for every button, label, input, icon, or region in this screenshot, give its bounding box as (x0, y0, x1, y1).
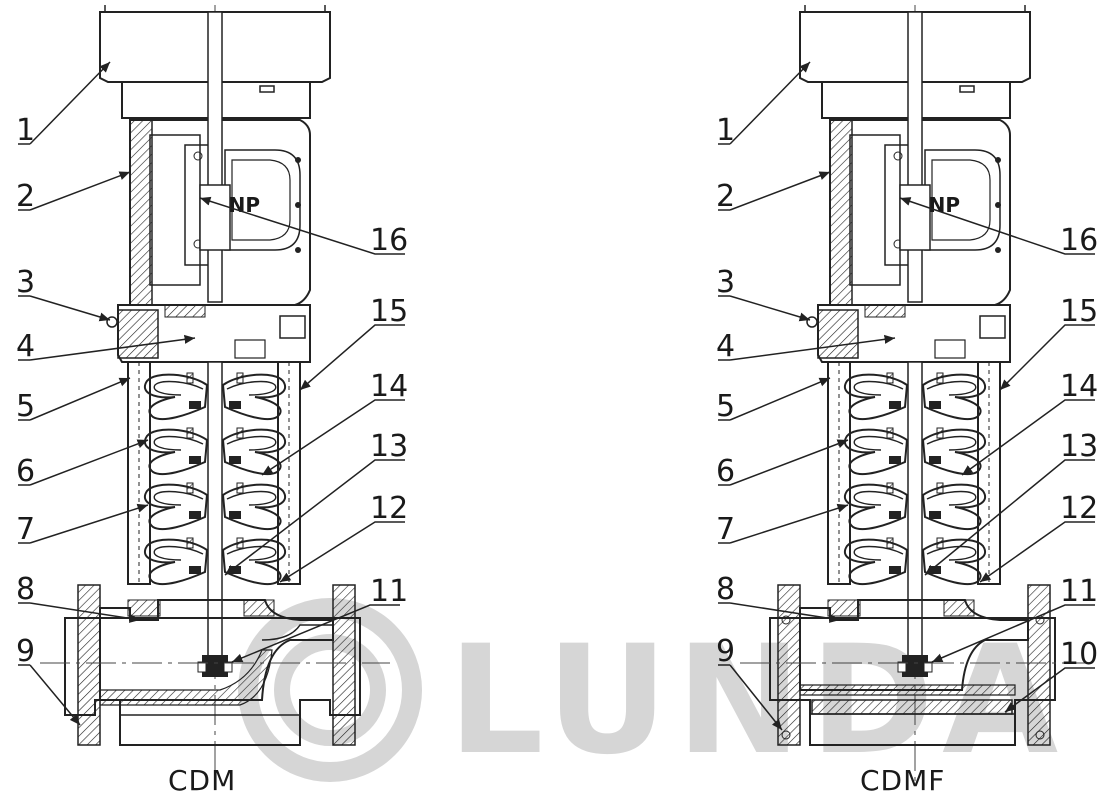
callout-4: 4 (716, 329, 735, 364)
left-pump-view: CNP (16, 5, 408, 797)
callout-8: 8 (16, 572, 35, 607)
callout-10: 10 (1060, 637, 1098, 672)
mechanical-seal (202, 655, 228, 677)
callout-11: 11 (370, 574, 408, 609)
callout-13: 13 (370, 429, 408, 464)
callout-12: 12 (1060, 491, 1098, 526)
caption-cdmf: CDMF (860, 764, 945, 797)
caption-cdm: CDM (168, 764, 236, 797)
callout-5: 5 (16, 389, 35, 424)
callout-3: 3 (716, 265, 735, 300)
callout-6: 6 (16, 454, 35, 489)
callout-14: 14 (1060, 369, 1098, 404)
callout-5: 5 (716, 389, 735, 424)
callout-15: 15 (370, 294, 408, 329)
watermark: LUNDA (238, 598, 1058, 788)
callout-12: 12 (370, 491, 408, 526)
callout-6: 6 (716, 454, 735, 489)
callout-7: 7 (16, 512, 35, 547)
callout-2: 2 (16, 179, 35, 214)
callout-9: 9 (716, 634, 735, 669)
callout-13: 13 (1060, 429, 1098, 464)
callout-16: 16 (1060, 223, 1098, 258)
callout-1: 1 (716, 113, 735, 148)
callout-8: 8 (716, 572, 735, 607)
callout-2: 2 (716, 179, 735, 214)
callout-9: 9 (16, 634, 35, 669)
mechanical-seal (902, 655, 928, 677)
right-pump-view: CNP (716, 5, 1098, 797)
callout-16: 16 (370, 223, 408, 258)
callout-7: 7 (716, 512, 735, 547)
callout-4: 4 (16, 329, 35, 364)
callout-11: 11 (1060, 574, 1098, 609)
callout-14: 14 (370, 369, 408, 404)
callout-15: 15 (1060, 294, 1098, 329)
motor-shaft (207, 11, 223, 303)
callout-1: 1 (16, 113, 35, 148)
motor-shaft (907, 11, 923, 303)
callout-3: 3 (16, 265, 35, 300)
